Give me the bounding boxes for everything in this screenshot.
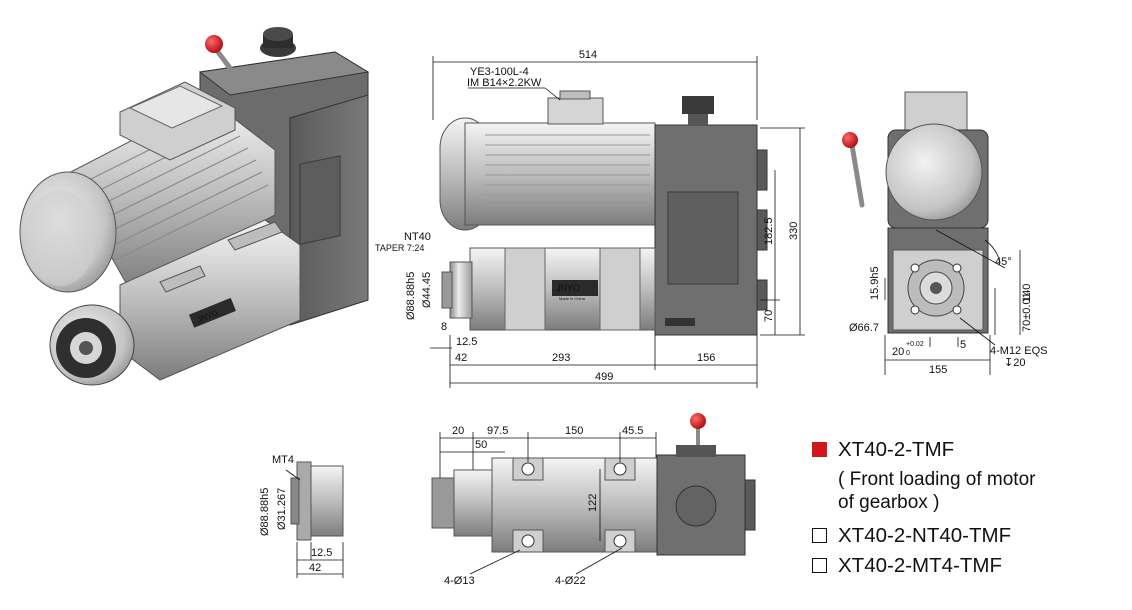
dim-156: 156 [697, 352, 715, 364]
model-legend: XT40-2-TMF ( Front loading of motor of g… [812, 438, 1122, 584]
mt4-label: MT4 [272, 454, 294, 466]
dim-5: 5 [960, 339, 966, 351]
motor-mount: IM B14×2.2KW [467, 77, 542, 89]
dim-8: 8 [441, 321, 447, 333]
holes-22: 4-Ø22 [555, 575, 586, 587]
legend-item-nt40: XT40-2-NT40-TMF [812, 524, 1122, 548]
mt4-dia-inner: Ø31.267 [276, 488, 288, 530]
empty-square-icon [812, 528, 827, 543]
top-dim-20: 20 [452, 425, 464, 437]
dim-182-5: 182.5 [763, 217, 775, 245]
taper-label: TAPER 7:24 [375, 243, 424, 253]
legend-note-tmf: ( Front loading of motor of gearbox ) [838, 469, 1036, 513]
dim-12-5: 12.5 [456, 336, 477, 348]
dim-42: 42 [455, 352, 467, 364]
legend-label-nt40: XT40-2-NT40-TMF [838, 524, 1012, 547]
top-view: 20 97.5 150 45.5 50 122 4-Ø13 4-Ø22 [431, 413, 756, 587]
dim-140: 140 [1021, 284, 1033, 302]
holes-13: 4-Ø13 [444, 575, 475, 587]
dim-15-9: 15.9h5 [869, 266, 881, 300]
motor-model: YE3-100L-4 [470, 66, 529, 78]
mt4-dim-12-5: 12.5 [311, 547, 332, 559]
dia-inner-side: Ø44.45 [421, 272, 433, 308]
tol-lower: 0 [906, 350, 910, 357]
legend-label-tmf: XT40-2-TMF [838, 438, 955, 461]
front-view: 45° 15.9h5 Ø66.7 20 +0.02 0 5 140 70±0.0… [842, 91, 1047, 376]
dim-155: 155 [929, 364, 947, 376]
mt4-dim-42: 42 [309, 562, 321, 574]
tol-upper: +0.02 [906, 341, 924, 348]
mt4-view: MT4 Ø88.88h5 Ø31.267 12.5 42 [259, 454, 344, 578]
spindle-label: NT40 [404, 231, 431, 243]
isometric-view: JNYO [19, 27, 370, 386]
side-view: JNYO Made in China 514 YE3-100L-4 [375, 49, 805, 388]
legend-item-tmf: XT40-2-TMF [812, 438, 1122, 462]
legend-label-mt4: XT40-2-MT4-TMF [838, 554, 1002, 577]
top-dim-97-5: 97.5 [487, 425, 508, 437]
thread-label: 4-M12 EQS [990, 345, 1047, 357]
depth-label: ↧20 [1004, 357, 1025, 369]
side-brand-subtitle: Made in China [559, 296, 586, 301]
dim-70-side: 70 [763, 310, 775, 322]
empty-square-icon [812, 558, 827, 573]
mt4-dia-outer: Ø88.88h5 [259, 488, 271, 536]
dim-499: 499 [595, 371, 613, 383]
dim-514: 514 [579, 49, 597, 61]
dim-70-front: 70±0.01 [1021, 292, 1033, 332]
angle-45: 45° [995, 256, 1012, 268]
top-dim-150: 150 [565, 425, 583, 437]
dim-20-front: 20 [892, 346, 904, 358]
top-dim-45-5: 45.5 [622, 425, 643, 437]
side-brand-label: JNYO [556, 283, 580, 293]
filled-square-icon [812, 442, 827, 457]
dim-330: 330 [788, 222, 800, 240]
top-dim-50: 50 [475, 439, 487, 451]
legend-item-mt4: XT40-2-MT4-TMF [812, 554, 1122, 578]
dia-outer-side: Ø88.88h5 [405, 272, 417, 320]
dim-66-7: Ø66.7 [849, 322, 879, 334]
top-dim-122: 122 [587, 494, 599, 512]
dim-293: 293 [552, 352, 570, 364]
